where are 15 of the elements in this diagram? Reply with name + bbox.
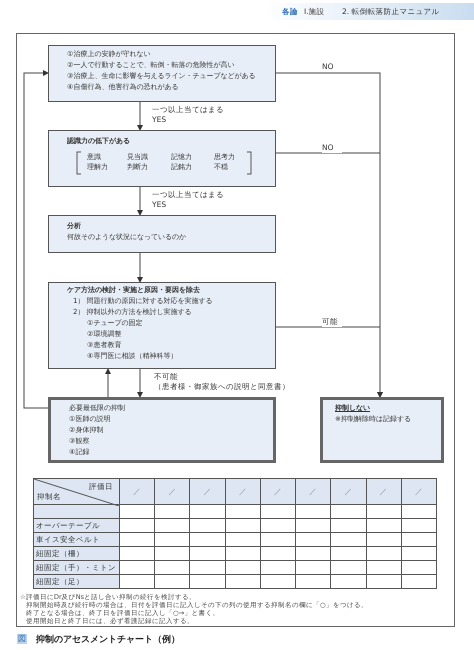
- figure-mark: 図: [17, 634, 27, 644]
- arrow: [24, 70, 49, 408]
- arrow: [105, 368, 111, 398]
- process-box: [48, 282, 276, 369]
- arrow: [137, 186, 143, 216]
- arrow: [137, 252, 143, 283]
- arrow: [276, 326, 383, 398]
- process-box: [48, 215, 276, 253]
- process-box: [320, 397, 444, 463]
- arrow: [137, 102, 143, 131]
- caption: 抑制のアセスメントチャート（例）: [36, 634, 180, 646]
- process-box: [48, 45, 276, 102]
- arrow: [137, 368, 143, 398]
- process-box: [48, 397, 276, 463]
- process-box: [48, 130, 276, 187]
